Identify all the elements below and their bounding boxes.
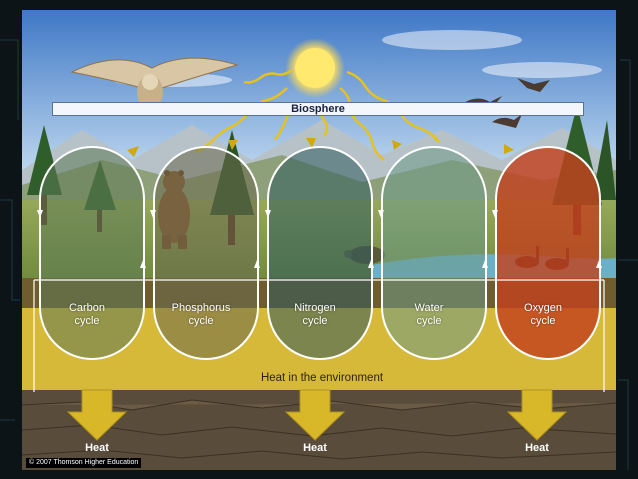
heat-arrows (66, 389, 568, 441)
oxygen-cycle-line1: Oxygen (524, 302, 562, 314)
arrowheads (127, 138, 514, 157)
oxygen-cycle-line2: cycle (530, 315, 556, 327)
heat-label-right: Heat (525, 442, 549, 454)
heat-label-left: Heat (85, 442, 109, 454)
heat-environment-label: Heat in the environment (260, 372, 384, 384)
water-cycle-line1: Water (414, 302, 444, 314)
phosphorus-cycle-line2: cycle (188, 315, 214, 327)
cycle-pills (39, 146, 601, 360)
owl-icon (70, 57, 239, 109)
copyright-notice: © 2007 Thomson Higher Education (26, 458, 142, 468)
nitrogen-cycle-line2: cycle (302, 315, 328, 327)
biosphere-band: Biosphere (52, 102, 584, 116)
nitrogen-cycle-pill (267, 146, 373, 360)
water-cycle-pill (381, 146, 487, 360)
phosphorus-cycle-label: Phosphorus cycle (156, 302, 246, 328)
heat-label-center: Heat (303, 442, 327, 454)
carbon-cycle-label: Carbon cycle (42, 302, 132, 328)
flow-lines (33, 279, 605, 392)
carbon-cycle-pill (39, 146, 145, 360)
cycles-diagram: Biosphere Carbon cycle Phosphorus cycle … (22, 10, 616, 470)
phosphorus-cycle-line1: Phosphorus (171, 302, 231, 314)
biosphere-label: Biosphere (291, 103, 345, 115)
carbon-cycle-line1: Carbon (68, 302, 106, 314)
phosphorus-cycle-pill (153, 146, 259, 360)
oxygen-cycle-pill (495, 146, 601, 360)
water-cycle-line2: cycle (416, 315, 442, 327)
nitrogen-cycle-label: Nitrogen cycle (270, 302, 360, 328)
flow-arrowheads (37, 210, 602, 268)
water-cycle-label: Water cycle (384, 302, 474, 328)
nitrogen-cycle-line1: Nitrogen (294, 302, 336, 314)
carbon-cycle-line2: cycle (74, 315, 100, 327)
oxygen-cycle-label: Oxygen cycle (498, 302, 588, 328)
